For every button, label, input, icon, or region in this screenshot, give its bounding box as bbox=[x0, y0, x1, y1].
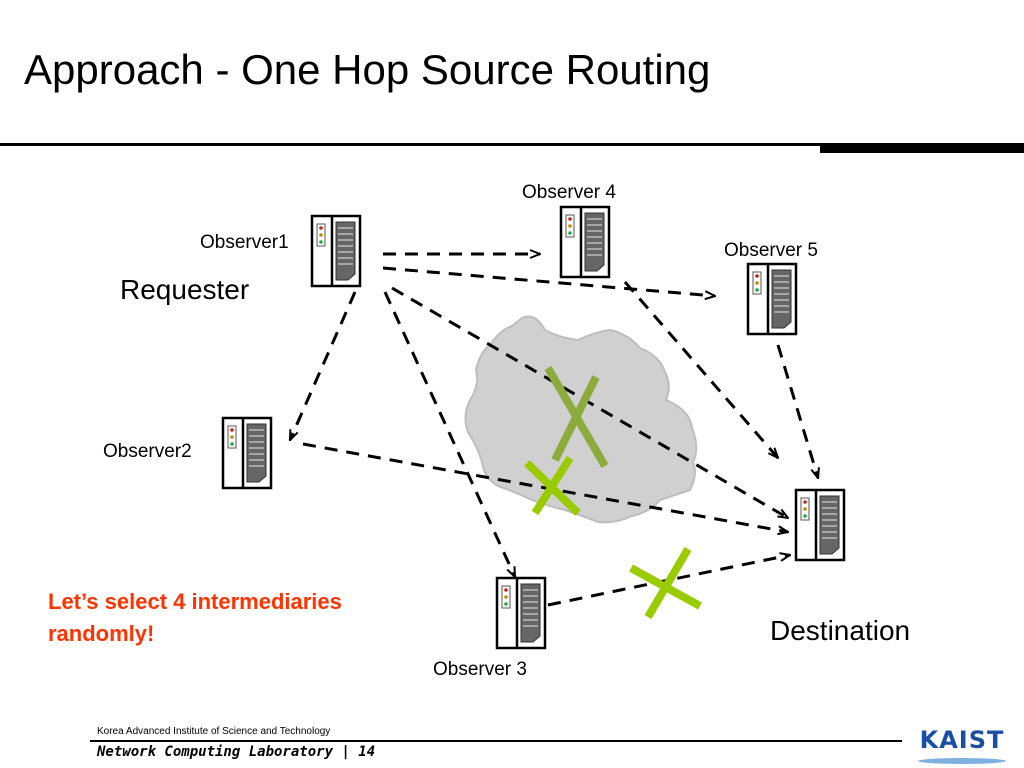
route-obs2-destination bbox=[302, 442, 788, 532]
route-obs5-destination bbox=[776, 344, 818, 478]
observer1-server-icon bbox=[310, 214, 362, 288]
callout-line-1: Let’s select 4 intermediaries bbox=[48, 589, 342, 614]
kaist-logo-swoosh bbox=[918, 758, 1006, 764]
footer-lab-page: Network Computing Laboratory | 14 bbox=[97, 744, 376, 760]
callout-note: Let’s select 4 intermediaries randomly! bbox=[48, 586, 342, 650]
failure-mark-direct bbox=[544, 365, 609, 469]
route-obs1-obs5 bbox=[382, 266, 715, 296]
slide-title: Approach - One Hop Source Routing bbox=[24, 46, 711, 93]
observer3-server-icon bbox=[495, 576, 547, 650]
label-observer5: Observer 5 bbox=[724, 240, 818, 261]
route-obs1-obs2 bbox=[288, 291, 357, 440]
label-observer2: Observer2 bbox=[103, 441, 192, 462]
route-obs1-obs3 bbox=[383, 291, 517, 577]
route-obs4-destination bbox=[623, 281, 778, 458]
label-destination: Destination bbox=[770, 615, 911, 646]
route-obs3-destination bbox=[547, 555, 790, 607]
kaist-logo-text: KAIST bbox=[919, 726, 1005, 754]
observer5-server-icon bbox=[746, 262, 798, 336]
kaist-logo: KAIST bbox=[912, 724, 1012, 768]
observer4-server-icon bbox=[559, 205, 611, 279]
title-divider-accent bbox=[820, 143, 1024, 153]
destination-server-icon bbox=[794, 488, 846, 562]
callout-line-2: randomly! bbox=[48, 621, 155, 646]
label-observer3: Observer 3 bbox=[433, 659, 527, 680]
label-observer4: Observer 4 bbox=[522, 182, 616, 203]
label-requester: Requester bbox=[120, 274, 250, 305]
failure-mark-obs3 bbox=[629, 546, 702, 620]
observer2-server-icon bbox=[221, 416, 273, 490]
footer-organization: Korea Advanced Institute of Science and … bbox=[97, 726, 331, 737]
title-divider bbox=[0, 143, 820, 146]
route-obs1-destination bbox=[391, 286, 788, 518]
footer-divider bbox=[90, 740, 902, 742]
label-observer1: Observer1 bbox=[200, 232, 289, 253]
failure-mark-obs2 bbox=[524, 455, 581, 516]
